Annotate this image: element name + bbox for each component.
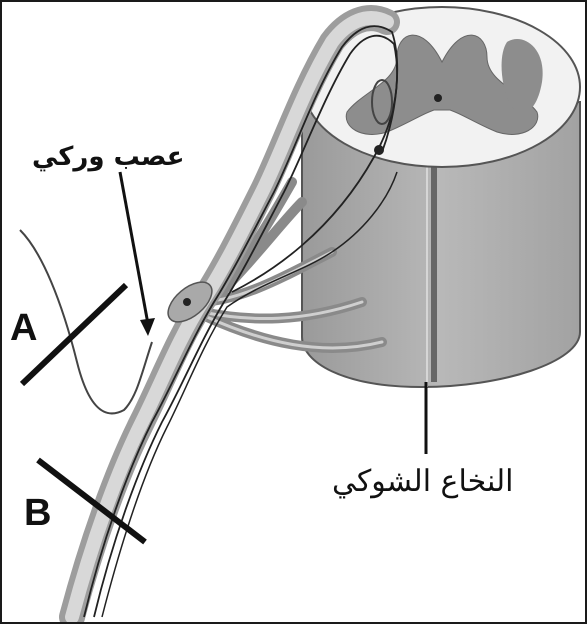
- sciatic-nerve-label: عصب وركي: [32, 142, 185, 172]
- cut-line-a: [22, 285, 126, 384]
- cut-a-label: A: [10, 307, 37, 350]
- sciatic-pointer-arrow: [120, 172, 148, 324]
- spinal-cord-label: النخاع الشوكي: [332, 464, 514, 499]
- cut-b-label: B: [24, 492, 51, 535]
